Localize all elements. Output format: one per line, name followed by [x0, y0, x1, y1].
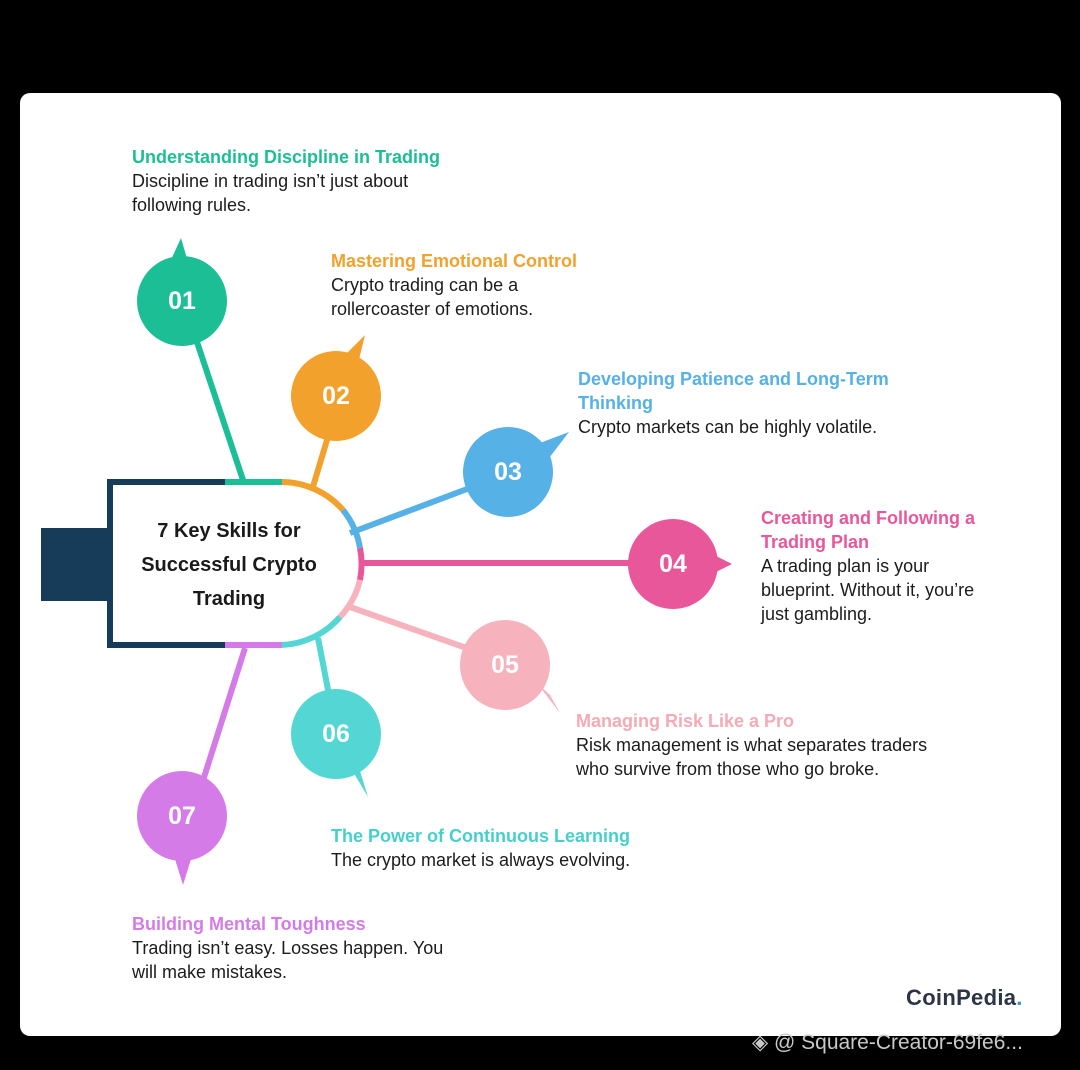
arc-04: [357, 547, 365, 581]
skill-03-desc-1: Crypto markets can be highly volatile.: [578, 417, 878, 437]
center-frame-right: [225, 482, 355, 645]
arc-03: [340, 508, 363, 549]
bubble-number-02: 02: [322, 381, 350, 410]
skill-04-desc-3: just gambling.: [761, 604, 873, 624]
connector-01: [190, 329, 246, 481]
logo-dot: .: [1016, 985, 1023, 1010]
arc-02: [281, 479, 346, 513]
bubble-number-03: 03: [494, 457, 522, 486]
skill-04-desc-1: A trading plan is your: [761, 556, 930, 576]
bubble-02: [291, 335, 381, 441]
center-title-line2: Successful Crypto: [141, 554, 317, 576]
skill-04-desc-2: blueprint. Without it, you’re: [761, 580, 975, 600]
bubble-number-04: 04: [659, 549, 687, 578]
bubble-number-07: 07: [168, 801, 196, 830]
skill-05-desc-2: who survive from those who go broke.: [576, 759, 880, 779]
center-tab: [41, 528, 113, 601]
skill-07-title: Building Mental Toughness: [132, 914, 366, 934]
bubble-06: [291, 689, 381, 797]
skill-06-title: The Power of Continuous Learning: [331, 826, 630, 846]
connector-05: [349, 604, 476, 654]
bubble-04: [628, 519, 732, 609]
skill-07-desc-1: Trading isn’t easy. Losses happen. You: [132, 938, 444, 958]
skill-01-desc-1: Discipline in trading isn’t just about: [132, 171, 409, 191]
bubble-01: [137, 238, 227, 346]
skill-02-title: Mastering Emotional Control: [331, 251, 578, 271]
connector-03: [348, 483, 477, 536]
skill-05: Managing Risk Like a Pro Risk management…: [576, 709, 927, 781]
skill-04: Creating and Following a Trading Plan A …: [761, 506, 975, 626]
bubble-05: [460, 620, 560, 713]
bubble-number-05: 05: [491, 650, 519, 679]
skill-02: Mastering Emotional Control Crypto tradi…: [331, 249, 577, 321]
center-title: 7 Key Skills for Successful Crypto Tradi…: [120, 512, 338, 618]
skill-01-desc-2: following rules.: [132, 195, 252, 215]
bubble-03: [463, 427, 569, 517]
connector-06: [315, 637, 333, 701]
skill-04-title-2: Trading Plan: [761, 532, 870, 552]
skill-05-title: Managing Risk Like a Pro: [576, 711, 795, 731]
skill-01: Understanding Discipline in Trading Disc…: [132, 145, 440, 217]
skill-06-desc-1: The crypto market is always evolving.: [331, 850, 631, 870]
bubble-number-01: 01: [168, 286, 196, 315]
bubble-number-06: 06: [322, 719, 350, 748]
coinpedia-logo: CoinPedia.: [906, 985, 1023, 1011]
bubble-07: [137, 771, 227, 885]
center-frame-dark: [107, 479, 225, 648]
skill-02-desc-1: Crypto trading can be a: [331, 275, 519, 295]
skill-05-desc-1: Risk management is what separates trader…: [576, 735, 928, 755]
logo-text: CoinPedia: [906, 985, 1017, 1010]
skill-07: Building Mental Toughness Trading isn’t …: [132, 912, 443, 984]
skill-06: The Power of Continuous Learning The cry…: [331, 824, 630, 872]
arc-06: [281, 614, 343, 648]
skill-03-title-2: Thinking: [578, 393, 653, 413]
center-title-line3: Trading: [192, 588, 266, 610]
skill-01-title: Understanding Discipline in Trading: [132, 147, 441, 167]
arc-05: [337, 579, 363, 620]
skill-03: Developing Patience and Long-Term Thinki…: [578, 367, 889, 439]
center-title-line1: 7 Key Skills for: [157, 520, 301, 542]
watermark: ◈ @ Square-Creator-69fe6...: [752, 1031, 1023, 1054]
skill-03-title: Developing Patience and Long-Term: [578, 369, 889, 389]
skill-07-desc-2: will make mistakes.: [132, 962, 288, 982]
skill-02-desc-2: rollercoaster of emotions.: [331, 299, 534, 319]
skill-04-title: Creating and Following a: [761, 508, 976, 528]
connector-07: [197, 647, 248, 791]
